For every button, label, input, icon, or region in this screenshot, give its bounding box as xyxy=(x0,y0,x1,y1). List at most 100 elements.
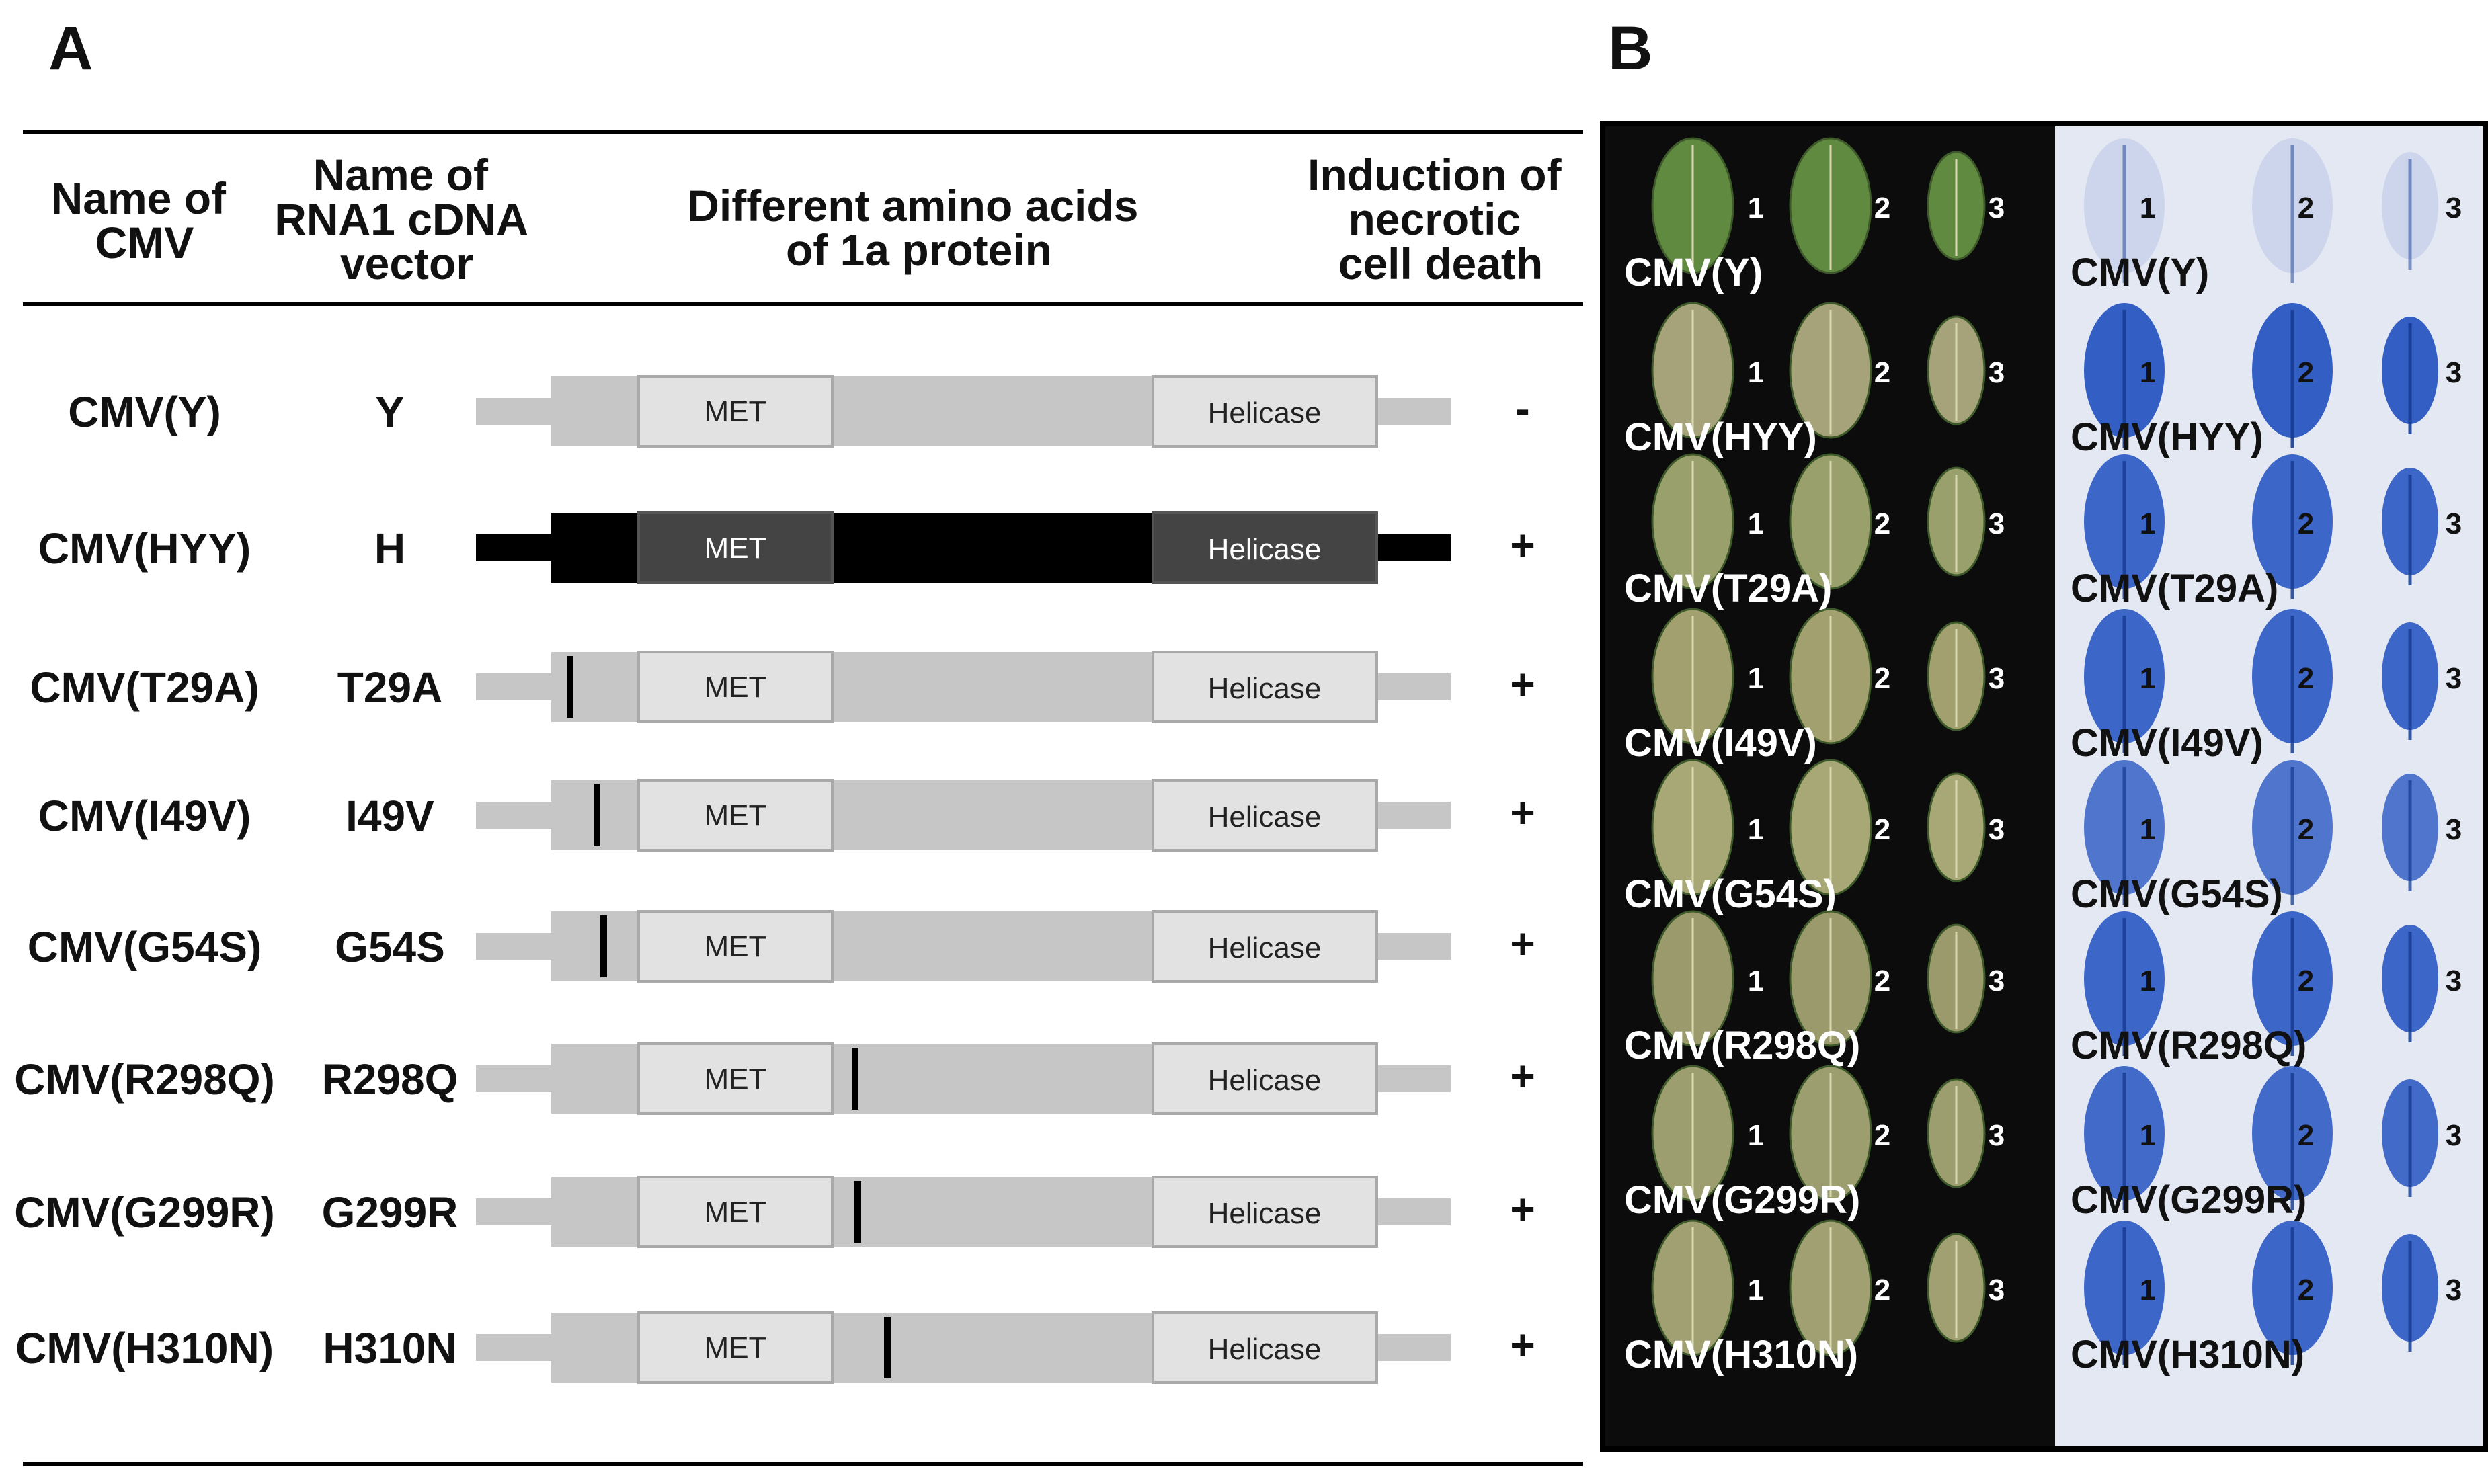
helicase-domain-box xyxy=(1152,1176,1378,1248)
met-domain-box xyxy=(637,1176,834,1248)
leaf-number: 3 xyxy=(2446,192,2462,224)
cmv-name-label: CMV(R298Q) xyxy=(14,1055,275,1104)
photo-row-label-untreated: CMV(I49V) xyxy=(1624,721,1817,765)
vector-name-label: H310N xyxy=(323,1324,456,1372)
helicase-domain-box xyxy=(1152,1042,1378,1115)
leaf-number: 1 xyxy=(2140,813,2156,846)
mutation-site-marker xyxy=(594,784,600,846)
header-necrosis-line: necrotic xyxy=(1348,194,1521,244)
leaf-number: 3 xyxy=(1989,813,2005,846)
panel-label-a: A xyxy=(48,14,93,83)
met-domain-box xyxy=(637,1311,834,1384)
helicase-domain-label: Helicase xyxy=(1208,1064,1322,1097)
leaf-number: 2 xyxy=(2298,356,2314,389)
helicase-domain-label: Helicase xyxy=(1208,533,1322,566)
leaf-number: 3 xyxy=(2446,813,2462,846)
leaf-number: 3 xyxy=(1989,356,2005,389)
leaf-number: 1 xyxy=(2140,1119,2156,1152)
leaf-number: 2 xyxy=(1874,662,1890,695)
cmv-name-label: CMV(HYY) xyxy=(38,524,251,573)
helicase-domain-box xyxy=(1152,511,1378,584)
leaf-number: 1 xyxy=(1748,813,1764,846)
header-vector-name: Name of RNA1 cDNA vector xyxy=(274,150,539,288)
leaf-number: 2 xyxy=(1874,964,1890,997)
met-domain-label: MET xyxy=(705,1331,767,1364)
photo-row-label-stained: CMV(HYY) xyxy=(2071,415,2263,459)
photo-row-label-untreated: CMV(G299R) xyxy=(1624,1178,1860,1222)
necrosis-result: + xyxy=(1510,660,1535,708)
cmv-name-label: CMV(T29A) xyxy=(30,663,259,712)
photo-row-label-untreated: CMV(H310N) xyxy=(1624,1333,1858,1376)
photo-row-label-stained: CMV(H310N) xyxy=(2071,1333,2304,1376)
photo-border xyxy=(1600,121,2488,1452)
leaf-number: 1 xyxy=(2140,1274,2156,1307)
photo-row-label-untreated: CMV(G54S) xyxy=(1624,872,1837,916)
header-necrosis: Induction of necrotic cell death xyxy=(1308,150,1574,288)
leaf-number: 1 xyxy=(1748,964,1764,997)
leaf-number: 2 xyxy=(1874,192,1890,224)
panel-label-b: B xyxy=(1608,14,1653,83)
table-row: CMV(T29A) T29A MET Helicase + xyxy=(30,651,1535,723)
met-domain-box xyxy=(637,910,834,983)
header-amino-acids: Different amino acids of 1a protein xyxy=(687,181,1151,275)
photo-row-label-stained: CMV(R298Q) xyxy=(2071,1024,2306,1067)
necrosis-result: + xyxy=(1510,788,1535,837)
helicase-domain-label: Helicase xyxy=(1208,672,1322,705)
leaf-number: 3 xyxy=(2446,1274,2462,1307)
leaf-number: 1 xyxy=(1748,662,1764,695)
vector-name-label: T29A xyxy=(337,663,443,712)
construct-table: Name of CMV Name of RNA1 cDNA vector Dif… xyxy=(14,130,1583,1466)
leaf-number: 3 xyxy=(1989,507,2005,540)
leaf-number: 2 xyxy=(1874,356,1890,389)
leaf-number: 2 xyxy=(2298,507,2314,540)
leaf-number: 3 xyxy=(2446,356,2462,389)
leaf-number: 2 xyxy=(2298,662,2314,695)
photo-row-label-untreated: CMV(HYY) xyxy=(1624,415,1817,459)
leaf-number: 2 xyxy=(1874,1119,1890,1152)
photo-row-label-stained: CMV(I49V) xyxy=(2071,721,2263,765)
cmv-name-label: CMV(H310N) xyxy=(15,1324,274,1372)
cmv-name-label: CMV(Y) xyxy=(68,388,221,436)
necrosis-result: - xyxy=(1515,384,1529,433)
leaf-number: 2 xyxy=(2298,192,2314,224)
photo-row-label-stained: CMV(Y) xyxy=(2071,251,2209,294)
header-cmv-name-line: CMV xyxy=(95,218,194,267)
header-vector-name-line: Name of xyxy=(313,150,489,200)
header-vector-name-line: RNA1 cDNA xyxy=(274,194,527,244)
vector-name-label: H xyxy=(374,524,405,573)
helicase-domain-label: Helicase xyxy=(1208,397,1322,429)
met-domain-label: MET xyxy=(705,532,767,565)
met-domain-label: MET xyxy=(705,1196,767,1229)
met-domain-label: MET xyxy=(705,395,767,428)
mutation-site-marker xyxy=(854,1181,861,1243)
leaf-number: 3 xyxy=(2446,507,2462,540)
header-amino-acids-line: of 1a protein xyxy=(786,225,1052,275)
leaf-number: 3 xyxy=(1989,1119,2005,1152)
leaf-number: 2 xyxy=(2298,1274,2314,1307)
helicase-domain-box xyxy=(1152,375,1378,448)
leaf-number: 3 xyxy=(2446,964,2462,997)
leaf-number: 3 xyxy=(2446,662,2462,695)
leaf-number: 2 xyxy=(1874,813,1890,846)
leaf-number: 1 xyxy=(1748,192,1764,224)
necrosis-result: + xyxy=(1510,1185,1535,1233)
met-domain-label: MET xyxy=(705,671,767,704)
table-row: CMV(Y) Y MET Helicase - xyxy=(68,375,1530,448)
helicase-domain-label: Helicase xyxy=(1208,1197,1322,1230)
photo-row-label-stained: CMV(G299R) xyxy=(2071,1178,2306,1222)
vector-name-label: Y xyxy=(376,388,405,436)
vector-name-label: I49V xyxy=(346,792,434,840)
leaf-number: 3 xyxy=(1989,662,2005,695)
cmv-name-label: CMV(I49V) xyxy=(38,792,251,840)
